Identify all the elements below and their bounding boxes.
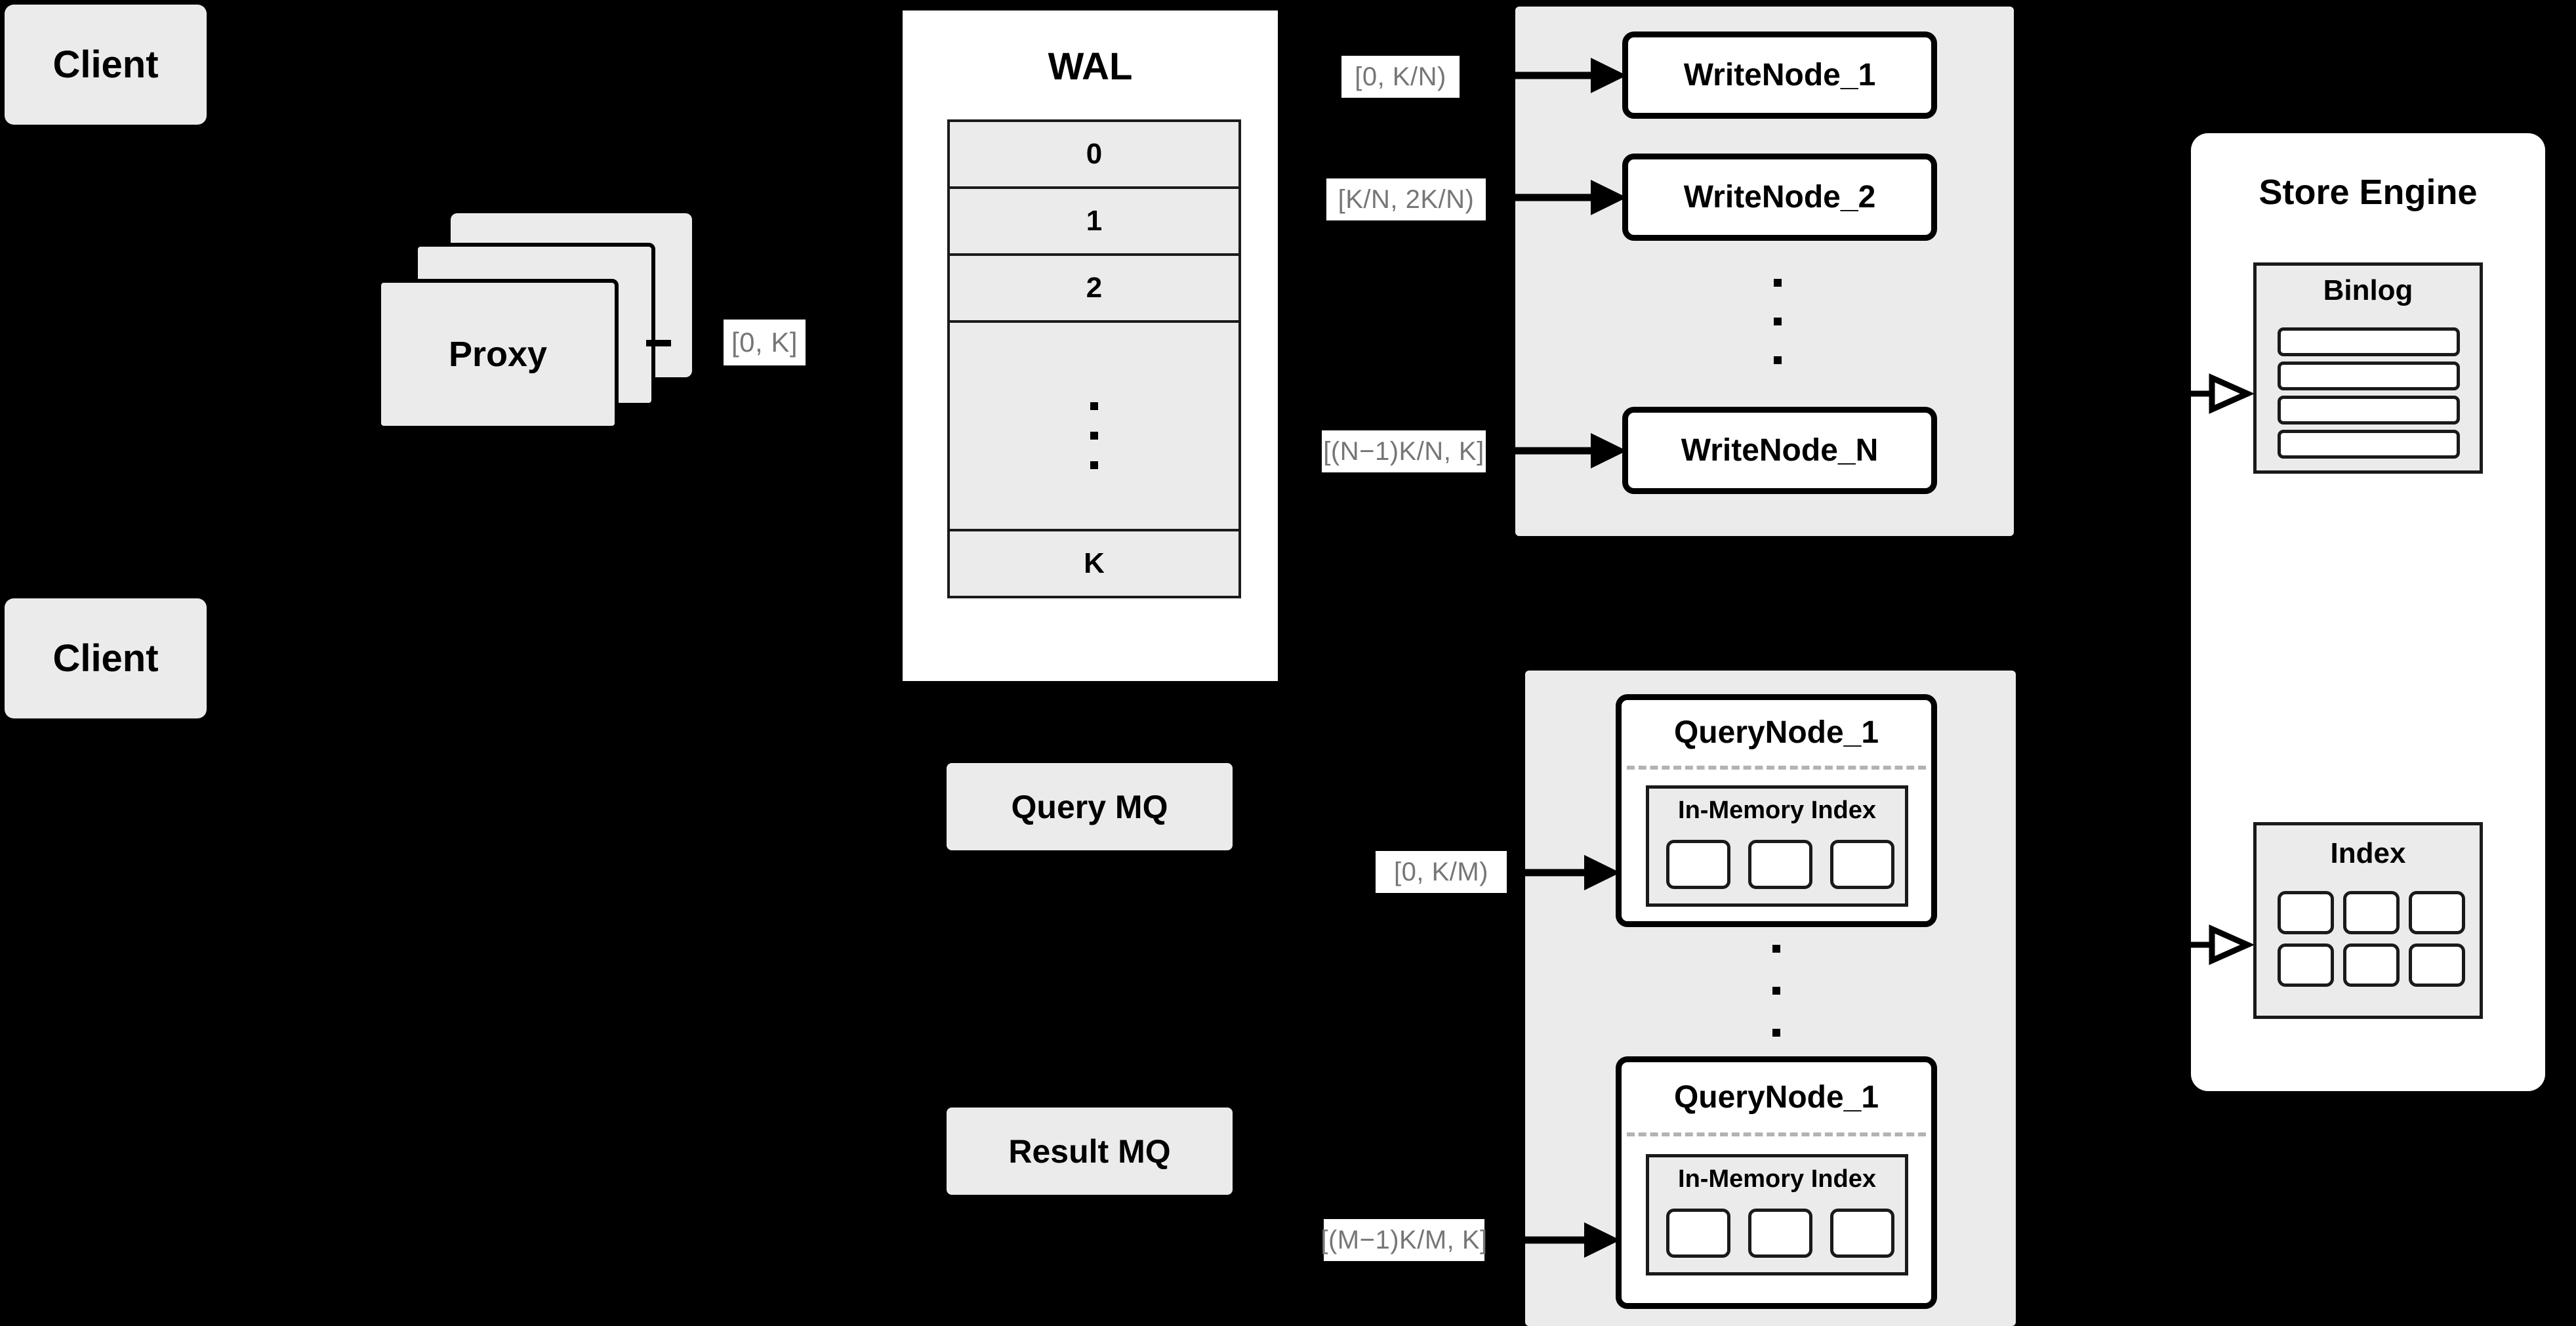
index-slot [1748,1209,1812,1258]
binlog-title: Binlog [2323,274,2413,306]
query-mq-label: Query MQ [1011,788,1168,825]
index-box: Index [2253,822,2483,1019]
wal-vertical-dots-icon [1090,402,1098,469]
proxy-label: Proxy [448,335,548,374]
binlog-row [2278,362,2460,390]
index-slot [1830,1209,1894,1258]
proxy-box[interactable]: Proxy [377,279,619,430]
client-label-1: Client [52,43,159,86]
query-node-1-title: QueryNode_1 [1673,715,1879,750]
wal-rows: 0 1 2 K [947,119,1241,631]
client-box-1[interactable]: Client [5,5,207,125]
write-node-n-label: WriteNode_N [1681,433,1879,468]
edge-label-query-1: [0, K/M) [1376,851,1507,893]
index-cell [2343,891,2400,934]
write-node-2-label: WriteNode_2 [1683,180,1876,215]
result-mq-label: Result MQ [1008,1132,1171,1170]
wal-row-0: 0 [947,119,1241,189]
query-node-m[interactable]: QueryNode_1 In-Memory Index [1616,1056,1937,1309]
query-node-m-inmemory-index: In-Memory Index [1646,1154,1908,1275]
write-node-1[interactable]: WriteNode_1 [1622,31,1937,119]
index-cell [2278,891,2334,934]
binlog-rows [2278,327,2460,459]
wal-title: WAL [1048,45,1133,88]
proxy-connector-stub [646,340,671,346]
query-node-1-divider [1627,766,1926,770]
query-node-1-index-title: In-Memory Index [1678,796,1876,824]
index-cell [2343,943,2400,987]
wal-container: WAL 0 1 2 K [897,5,1284,687]
store-engine-title: Store Engine [2259,173,2478,212]
write-node-1-label: WriteNode_1 [1683,58,1876,93]
index-slot [1666,840,1730,889]
proxy-stack[interactable]: Proxy [377,213,692,430]
index-cell [2409,891,2465,934]
write-group-vertical-dots-icon [1774,279,1782,364]
query-node-1-index-slots [1666,840,1894,889]
index-cell [2278,943,2334,987]
index-slot [1748,840,1812,889]
edge-label-proxy-to-wal: [0, K] [724,320,806,365]
binlog-row [2278,396,2460,425]
write-node-n[interactable]: WriteNode_N [1622,407,1937,494]
wal-row-k: K [947,529,1241,598]
wal-row-1: 1 [947,186,1241,256]
query-node-1-inmemory-index: In-Memory Index [1646,785,1908,907]
edge-label-query-m: [(M−1)K/M, K] [1320,1219,1487,1261]
result-mq-box[interactable]: Result MQ [947,1108,1233,1195]
index-title: Index [2330,837,2406,869]
write-node-2[interactable]: WriteNode_2 [1622,154,1937,241]
binlog-box: Binlog [2253,262,2483,474]
wal-row-ellipsis [947,320,1241,531]
query-node-m-index-title: In-Memory Index [1678,1165,1876,1193]
query-node-m-index-slots [1666,1209,1894,1258]
index-slot [1666,1209,1730,1258]
arrow-to-index [2184,924,2255,965]
wal-row-2: 2 [947,253,1241,323]
index-cells [2278,891,2465,996]
query-node-m-title: QueryNode_1 [1673,1079,1879,1115]
binlog-row [2278,327,2460,356]
edge-label-write-1: [0, K/N) [1341,56,1460,98]
query-mq-box[interactable]: Query MQ [947,763,1233,850]
query-node-m-divider [1627,1132,1926,1136]
edge-label-write-2: [K/N, 2K/N) [1326,178,1486,220]
store-engine-box: Store Engine Binlog Index [2191,133,2545,1091]
query-group-vertical-dots-icon [1772,945,1780,1037]
binlog-row [2278,430,2460,459]
query-node-1[interactable]: QueryNode_1 In-Memory Index [1616,694,1937,927]
index-slot [1830,840,1894,889]
client-label-2: Client [52,637,159,680]
arrow-to-binlog [2184,373,2255,414]
client-box-2[interactable]: Client [5,598,207,718]
index-cell [2409,943,2465,987]
edge-label-write-n: [(N−1)K/N, K] [1322,430,1486,472]
